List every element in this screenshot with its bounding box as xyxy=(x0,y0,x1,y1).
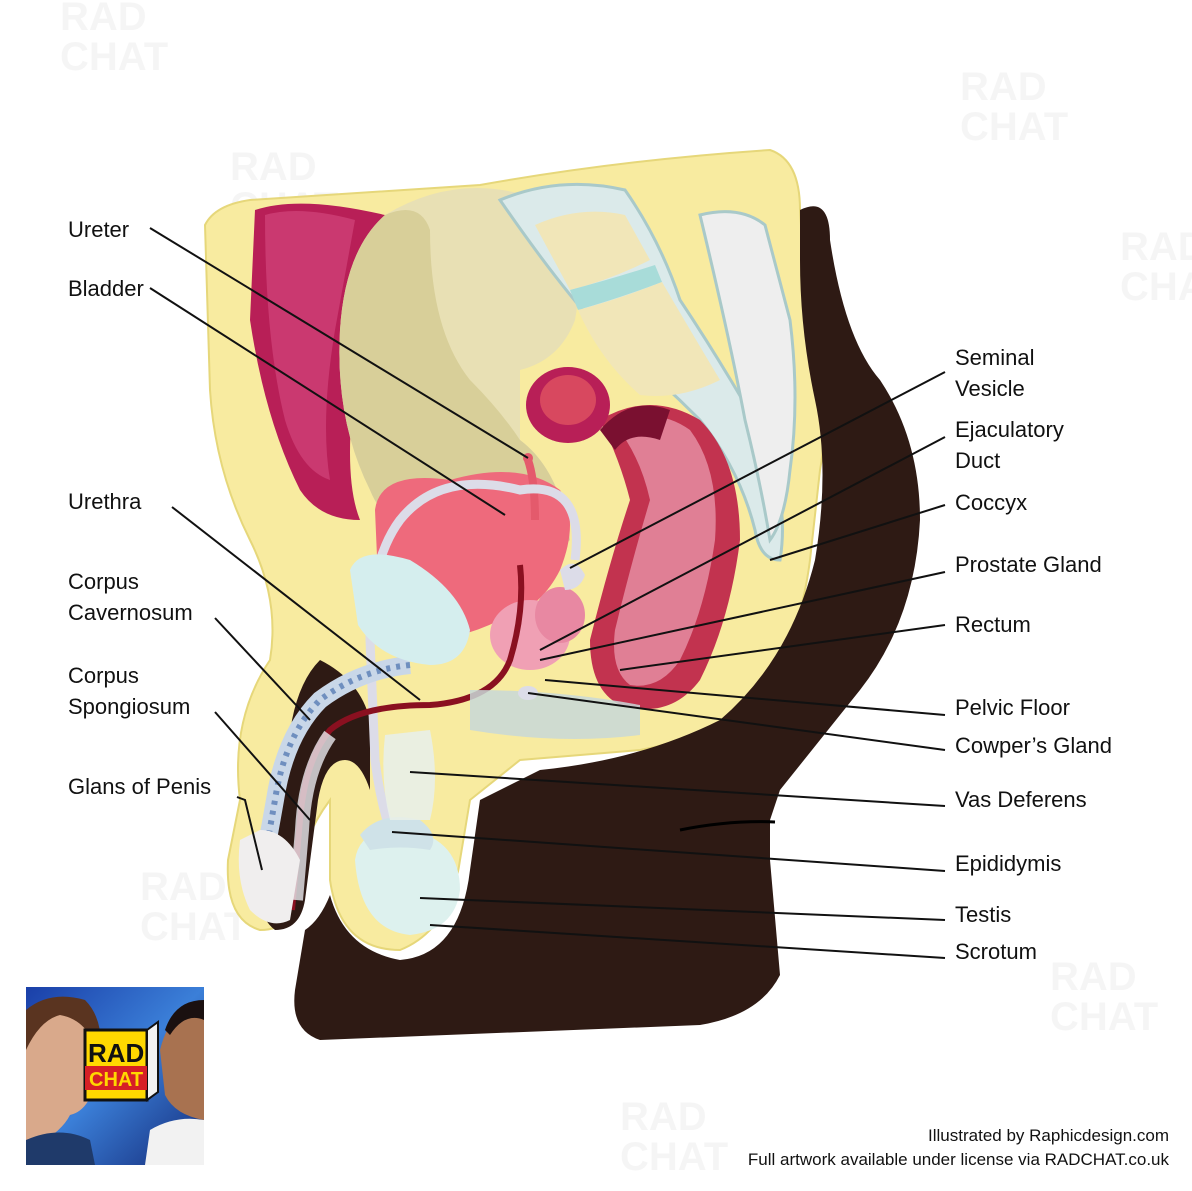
watermark-text: CHAT xyxy=(140,905,248,949)
credit-line2: Full artwork available under license via… xyxy=(748,1150,1170,1169)
watermark-text: RAD xyxy=(140,865,227,909)
anatomy-illustration xyxy=(205,150,920,1040)
label-corpus-cavernosum-line2: Cavernosum xyxy=(68,600,193,625)
label-testis: Testis xyxy=(955,902,1011,927)
label-urethra: Urethra xyxy=(68,489,142,514)
watermark-text: RAD xyxy=(620,1095,707,1139)
label-corpus-spongiosum-line1: Corpus xyxy=(68,663,139,688)
watermark-text: CHAT xyxy=(620,1135,728,1179)
watermark-text: CHAT xyxy=(1050,995,1158,1039)
label-corpus-cavernosum-line1: Corpus xyxy=(68,569,139,594)
watermark-text: CHAT xyxy=(1120,265,1192,309)
spermatic-cord xyxy=(383,730,435,820)
watermark-text: RAD xyxy=(960,65,1047,109)
label-glans: Glans of Penis xyxy=(68,774,211,799)
label-cowpers: Cowper’s Gland xyxy=(955,733,1112,758)
watermark-text: CHAT xyxy=(60,35,168,79)
logo-text-rad: RAD xyxy=(88,1038,144,1068)
credit: Illustrated by Raphicdesign.com Full art… xyxy=(748,1126,1170,1169)
logo-text-chat: CHAT xyxy=(89,1069,143,1091)
label-pelvic-floor: Pelvic Floor xyxy=(955,695,1070,720)
label-seminal-vesicle-line2: Vesicle xyxy=(955,376,1025,401)
label-rectum: Rectum xyxy=(955,612,1031,637)
label-vas-deferens: Vas Deferens xyxy=(955,787,1087,812)
label-corpus-spongiosum-line2: Spongiosum xyxy=(68,694,190,719)
sigmoid-loop-inner xyxy=(540,375,596,425)
radchat-logo: RAD CHAT xyxy=(26,987,204,1165)
label-bladder: Bladder xyxy=(68,276,144,301)
label-scrotum: Scrotum xyxy=(955,939,1037,964)
watermark-text: RAD xyxy=(230,145,317,189)
label-ureter: Ureter xyxy=(68,217,129,242)
watermark-text: RAD xyxy=(1050,955,1137,999)
label-ejaculatory-duct-line2: Duct xyxy=(955,448,1000,473)
label-epididymis: Epididymis xyxy=(955,851,1061,876)
label-ejaculatory-duct-line1: Ejaculatory xyxy=(955,417,1064,442)
label-prostate: Prostate Gland xyxy=(955,552,1102,577)
credit-line1: Illustrated by Raphicdesign.com xyxy=(928,1126,1169,1145)
watermark-text: RAD xyxy=(60,0,147,39)
watermark-text: RAD xyxy=(1120,225,1192,269)
logo-box-side xyxy=(147,1022,158,1100)
label-seminal-vesicle-line1: Seminal xyxy=(955,345,1034,370)
watermark-text: CHAT xyxy=(960,105,1068,149)
label-coccyx: Coccyx xyxy=(955,490,1027,515)
prostate-lobe xyxy=(535,587,585,643)
